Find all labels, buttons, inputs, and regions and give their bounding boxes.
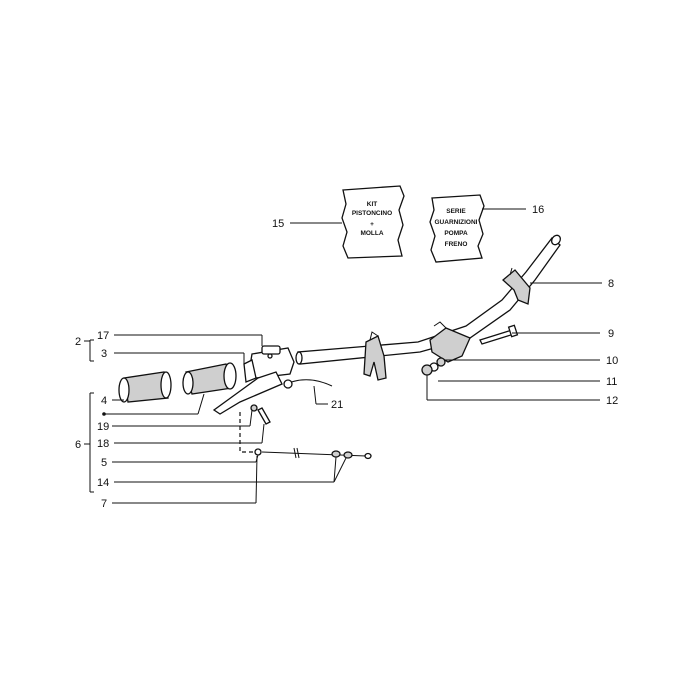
label-12: 12 [606,395,618,407]
lever-pin [250,404,258,412]
brake-lever [212,371,283,415]
bag-text-5: SERIE [446,208,466,215]
label-8: 8 [608,278,614,290]
bag-text-7: POMPA [444,230,468,237]
label-17: 17 [97,330,109,342]
leader-lines [84,208,602,504]
label-6: 6 [75,439,81,451]
left-bracket [363,335,387,381]
grip-throttle [182,362,237,395]
bag-text-2: PISTONCINO [352,210,392,217]
label-14: 14 [97,477,109,489]
label-10: 10 [606,355,618,367]
brake-hose [285,379,333,387]
label-15: 15 [272,218,284,230]
label-3: 3 [101,348,107,360]
label-4: 4 [101,395,107,407]
brake-pump-seal-kit-bag: SERIE GUARNIZIONI POMPA FRENO [429,194,485,263]
kit-bag-piston-spring: KIT PISTONCINO + MOLLA [341,185,405,259]
bar-end-cap [550,234,562,246]
label-16: 16 [532,204,544,216]
clamp-bolt [479,324,519,345]
bag-text-3: + [370,221,374,228]
bag-text-4: MOLLA [360,230,383,237]
label-7: 7 [101,498,107,510]
label-21: 21 [331,399,343,411]
left-tube-end [295,351,303,365]
label-2: 2 [75,336,81,348]
washer-10 [436,357,446,367]
lever-screw [257,407,271,425]
handlebar [295,234,562,381]
bag-text-8: FRENO [445,241,468,248]
right-bracket [502,269,531,305]
label-9: 9 [608,328,614,340]
label-19: 19 [97,421,109,433]
grip-left [118,371,172,403]
bag-text-6: GUARNIZIONI [435,219,478,226]
hose-fitting [283,379,293,389]
label-5: 5 [101,457,107,469]
bag-text-1: KIT [367,201,378,208]
throttle-cable [254,447,372,460]
label-18: 18 [97,438,109,450]
label-11: 11 [606,376,617,388]
nut-12 [421,364,433,376]
brake-master-cylinder [243,345,295,383]
